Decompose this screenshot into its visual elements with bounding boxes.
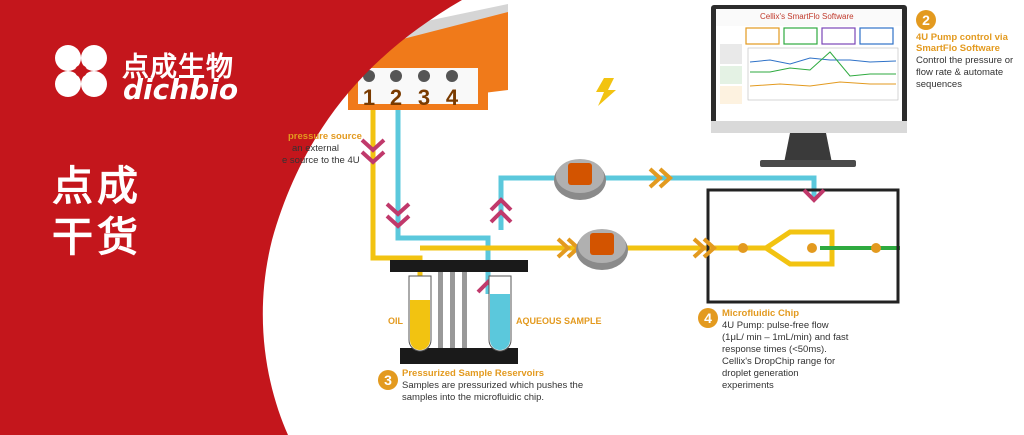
- chip-nodes: [738, 243, 881, 253]
- step3-title: Pressurized Sample Reservoirs: [402, 368, 545, 379]
- step4-desc-line2: (1μL/ min – 1mL/min) and fast: [722, 332, 849, 343]
- chevron-up-icon: [489, 209, 513, 224]
- pump-port-3: 3: [417, 85, 431, 110]
- step4-desc-line4: Cellix's DropChip range for: [722, 356, 836, 367]
- chevron-down-icon: [360, 138, 386, 153]
- step2-desc-line3: sequences: [916, 79, 962, 90]
- step4-desc-line1: 4U Pump: pulse-free flow: [722, 320, 829, 331]
- step2-title-line2: SmartFlo Software: [916, 43, 1000, 54]
- tagline-line2: 干货: [52, 213, 142, 261]
- chevron-right-icon: [556, 237, 571, 259]
- pump-port-1: 1: [362, 85, 376, 110]
- brand-name-cn: 点成生物: [122, 52, 234, 83]
- pump-device: [348, 4, 508, 110]
- chevron-down-icon: [360, 150, 386, 165]
- sample-reservoirs: [390, 260, 528, 364]
- step1-line1: an external: [292, 143, 340, 154]
- chevron-right-icon: [658, 167, 673, 189]
- chevron-down-icon: [802, 188, 826, 203]
- step4-desc-line5: droplet generation: [722, 368, 799, 379]
- step4-number-badge: 4: [698, 308, 718, 328]
- chevron-right-icon: [648, 167, 663, 189]
- monitor: [711, 5, 907, 167]
- step2-title-line1: 4U Pump control via: [916, 32, 1008, 43]
- step1-title: pressure source: [288, 131, 362, 142]
- chevron-right-icon: [692, 237, 707, 259]
- step2-number-badge: 2: [916, 10, 936, 30]
- tagline-line1: 点成: [52, 162, 142, 210]
- aqueous-sample-label: AQUEOUS SAMPLE: [516, 316, 602, 326]
- chevron-down-icon: [385, 214, 411, 229]
- flow-sensor-bottom: [576, 229, 628, 270]
- oil-label: OIL: [388, 316, 403, 326]
- chevron-down-icon: [385, 202, 411, 217]
- step1-line2: e source to the 4U: [282, 155, 360, 166]
- microfluidic-chip-box: [706, 188, 900, 304]
- step4-desc-line6: experiments: [722, 380, 774, 391]
- pump-port-4: 4: [445, 85, 459, 110]
- software-title: Cellix's SmartFlo Software: [760, 12, 854, 21]
- chevron-up-icon: [489, 197, 513, 212]
- step3-desc-line2: samples into the microfluidic chip.: [402, 392, 545, 403]
- brand-panel: [0, 0, 462, 435]
- chevron-right-icon: [702, 237, 717, 259]
- step4-desc-line3: response times (<50ms).: [722, 344, 827, 355]
- brand-name-en: dichbio: [123, 73, 239, 106]
- step3-desc-line1: Samples are pressurized which pushes the: [402, 380, 584, 391]
- flow-sensor-top: [554, 159, 606, 200]
- software-window: [716, 26, 902, 121]
- step3-number-badge: 3: [378, 370, 398, 390]
- pump-port-2: 2: [389, 85, 403, 110]
- step2-desc-line1: Control the pressure or: [916, 55, 1014, 66]
- lightning-bolt-icon: [596, 78, 616, 106]
- step4-title: Microfluidic Chip: [722, 308, 800, 319]
- clover-logo-icon: [55, 45, 107, 97]
- step2-desc-line2: flow rate & automate: [916, 67, 1004, 78]
